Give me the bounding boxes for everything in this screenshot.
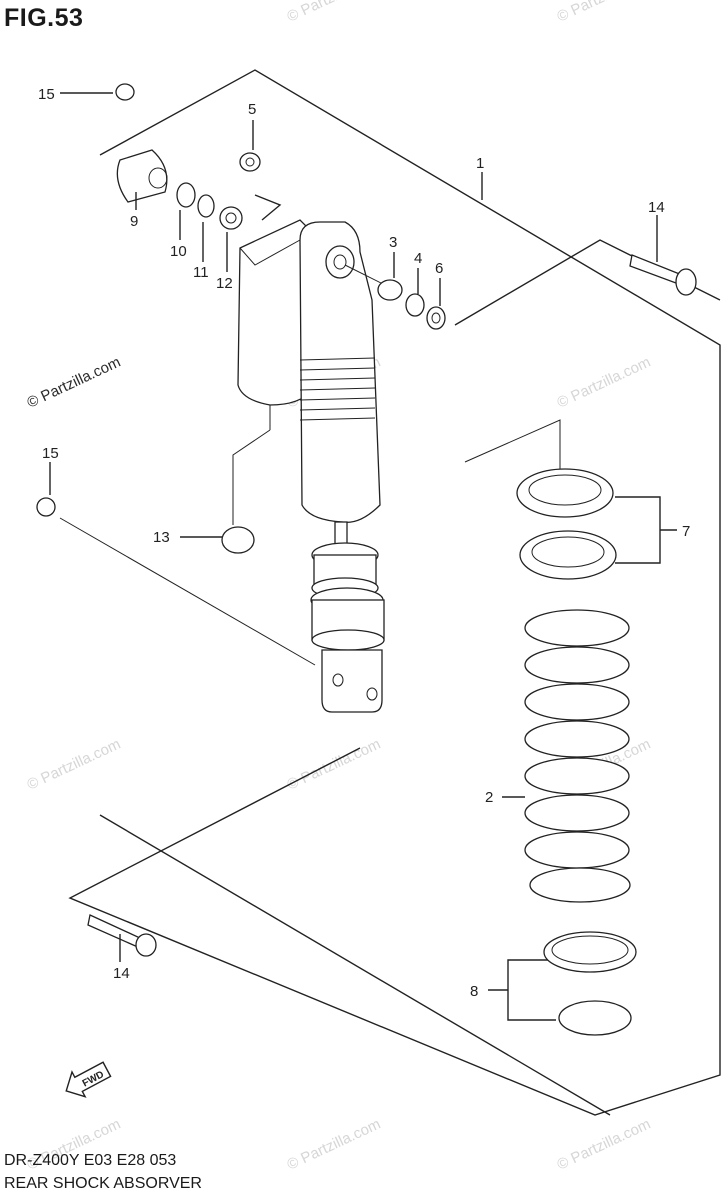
fwd-arrow: FWD: [65, 1061, 112, 1098]
callout-3: 3: [389, 234, 397, 251]
watermark: © Partzilla.com: [555, 1116, 654, 1174]
callout-4: 4: [414, 250, 422, 267]
footer-part-name: REAR SHOCK ABSORVER: [4, 1175, 202, 1192]
assembly-outline: [68, 69, 721, 1116]
callout-14-bottom: 14: [113, 965, 130, 982]
callout-7: 7: [682, 523, 690, 540]
callout-14-top: 14: [648, 199, 665, 216]
coil-spring: [502, 609, 631, 903]
watermark: © Partzilla.com: [285, 0, 384, 26]
bushing-parts-right: [344, 252, 446, 330]
callout-1: 1: [476, 155, 484, 172]
callout-11: 11: [193, 264, 209, 281]
callout-9: 9: [130, 213, 138, 230]
bolt-top: [629, 215, 697, 296]
shock-body: [299, 221, 385, 713]
watermark: © Partzilla.com: [555, 0, 654, 26]
nut-and-collar: [36, 462, 316, 666]
watermark: © Partzilla.com: [285, 1116, 384, 1174]
callout-15: 15: [38, 86, 55, 103]
spring-seat-parts: [488, 931, 637, 1036]
callout-2: 2: [485, 789, 493, 806]
spring-adjuster-rings: [464, 419, 677, 580]
callout-8: 8: [470, 983, 478, 1000]
bolt-bottom: [87, 914, 157, 962]
callout-13: 13: [153, 529, 170, 546]
callout-6: 6: [435, 260, 443, 277]
watermark: © Partzilla.com: [555, 354, 654, 412]
watermark: © Partzilla.com: [285, 736, 384, 794]
footer-model-code: DR-Z400Y E03 E28 053: [4, 1152, 177, 1169]
bushing-parts-left: [60, 83, 261, 272]
callout-5: 5: [248, 101, 256, 118]
watermark: © Partzilla.com: [25, 736, 124, 794]
callout-15-lower: 15: [42, 445, 59, 462]
callout-10: 10: [170, 243, 187, 260]
callout-12: 12: [216, 275, 233, 292]
watermark: © Partzilla.com: [25, 354, 124, 412]
figure-title: FIG.53: [4, 4, 84, 32]
